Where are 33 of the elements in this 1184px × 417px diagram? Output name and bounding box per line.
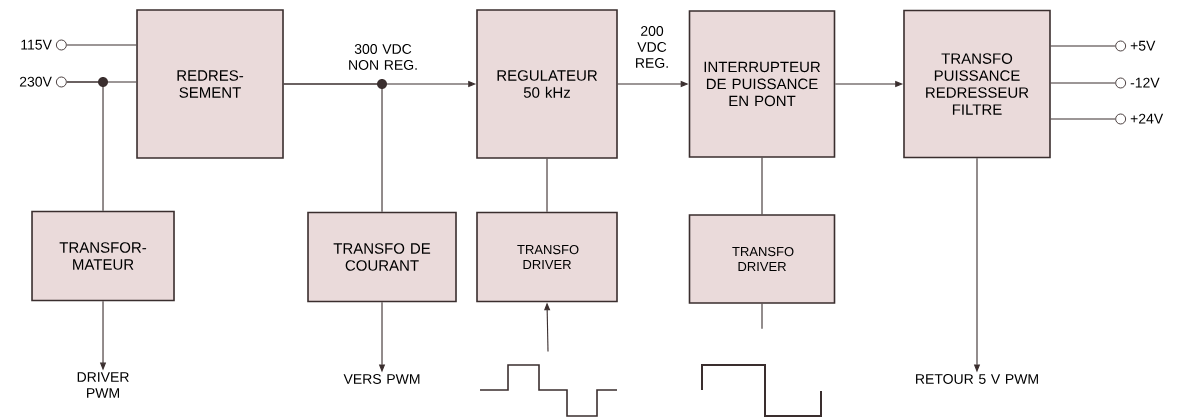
waveform-drawing bbox=[479, 364, 618, 417]
edge-label: 200 VDC REG. bbox=[636, 26, 668, 68]
terminal: 115V bbox=[21, 39, 67, 51]
node-label: -12V bbox=[1130, 77, 1160, 88]
node-label: +5V bbox=[1130, 40, 1156, 51]
block-box: INTERRUPTEUR DE PUISSANCE EN PONT bbox=[688, 10, 836, 158]
connector bbox=[1050, 45, 1116, 47]
output-label: DRIVER PWM bbox=[77, 372, 129, 398]
node-label: 115V bbox=[21, 39, 52, 50]
node-label: +24V bbox=[1130, 113, 1164, 124]
block-box: TRANSFO PUISSANCE REDRESSEUR FILTRE bbox=[903, 9, 1051, 159]
output-label: VERS PWM bbox=[343, 374, 420, 384]
edge-label: 300 VDC NON REG. bbox=[349, 44, 417, 70]
connector bbox=[283, 83, 383, 213]
connector bbox=[1050, 118, 1116, 120]
block-box: TRANSFO DE COURANT bbox=[307, 211, 457, 303]
terminal: -12V bbox=[1115, 77, 1160, 89]
block-box: TRANSFOR- MATEUR bbox=[31, 210, 175, 302]
terminal: 230V bbox=[19, 76, 67, 88]
connector bbox=[761, 157, 763, 215]
block-box: REDRES- SEMENT bbox=[136, 9, 284, 159]
terminal: +5V bbox=[1115, 40, 1156, 52]
connector bbox=[1050, 82, 1116, 84]
connector bbox=[66, 44, 137, 46]
connector bbox=[66, 81, 104, 212]
node-label: 230V bbox=[19, 76, 52, 87]
terminal: +24V bbox=[1115, 113, 1164, 125]
output-label: RETOUR 5 V PWM bbox=[916, 374, 1038, 384]
block-box: TRANSFO DRIVER bbox=[688, 214, 836, 304]
connector bbox=[761, 303, 763, 330]
block-box: REGULATEUR 50 kHz bbox=[476, 9, 618, 159]
connector bbox=[546, 158, 548, 213]
block-box: TRANSFO DRIVER bbox=[476, 211, 618, 303]
